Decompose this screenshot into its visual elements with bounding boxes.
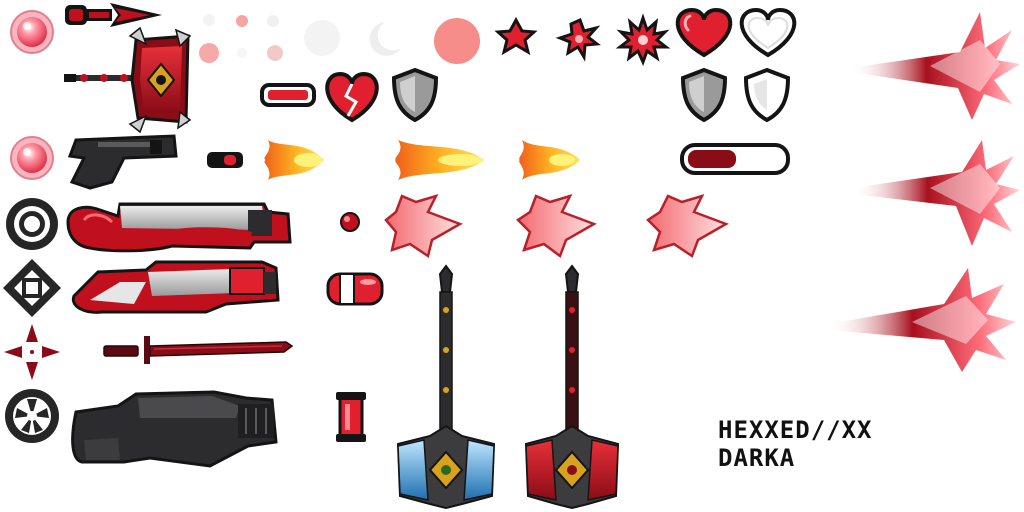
flame-projectile-1 [264,140,324,180]
small-red-orb [340,212,360,232]
heart-broken-icon [325,71,379,123]
crimson-war-hammer-sprite [524,264,620,510]
shield-empty-icon [743,67,791,123]
shield-gray-icon-2 [680,67,728,123]
energy-orb-icon-2 [10,136,54,180]
heart-empty-icon [739,7,797,58]
health-pill-small [260,83,316,107]
crosshair-diamond-icon [3,259,61,317]
particle-dots [199,14,480,64]
star-small-icon [494,16,538,56]
crosshair-ring-icon [6,198,58,250]
star-spiky-icon [615,13,671,66]
red-capsule-sprite [326,272,384,306]
crosshair-arrows-icon [4,324,60,380]
credits-line-2: DARKA [718,444,796,472]
red-shotgun-sprite [66,202,292,253]
health-bar [680,143,790,175]
crosshair-aperture-icon [5,389,59,443]
pink-burst-1 [384,193,463,259]
red-slash-streak-1 [850,12,1020,120]
credits-line-1: HEXXED//XX [718,416,873,444]
pistol-sprite [67,134,178,190]
black-cannon-sprite [71,390,278,468]
katana-sprite [103,336,294,364]
star-burst-icon [555,17,601,62]
bullet-casing-sprite [207,152,243,168]
heart-full-icon [675,7,733,58]
pink-burst-3 [646,193,729,258]
flame-projectile-2 [395,140,484,180]
chain-spear-sprite [65,3,162,27]
red-rifle-sprite [71,260,280,314]
red-slash-streak-3 [828,268,1016,372]
energy-orb-icon [10,10,54,54]
shield-gray-icon [391,67,439,123]
red-slash-streak-2 [852,140,1020,246]
war-hammer-sprite [64,26,192,134]
pink-burst-2 [516,193,597,259]
credits-text: HEXXED//XX DARKA [718,416,873,472]
red-battery-sprite [336,392,366,442]
flame-projectile-3 [519,140,580,180]
ice-war-hammer-sprite [396,264,496,510]
